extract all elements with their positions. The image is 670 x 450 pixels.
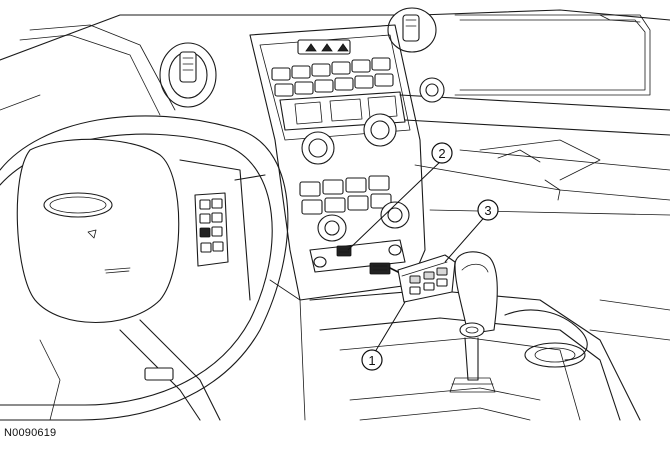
callout-2: 2 bbox=[431, 142, 453, 164]
svg-text:3: 3 bbox=[484, 203, 491, 218]
left-air-vent bbox=[159, 42, 217, 108]
connector-icon bbox=[336, 245, 352, 257]
switch-module-icon bbox=[369, 254, 456, 303]
callout-1: 1 bbox=[361, 349, 383, 371]
center-console bbox=[309, 289, 670, 421]
climate-buttons bbox=[299, 175, 392, 215]
right-air-vent bbox=[387, 7, 437, 53]
center-stack bbox=[249, 24, 445, 301]
svg-text:1: 1 bbox=[368, 353, 375, 368]
gear-shifter-icon bbox=[449, 251, 498, 393]
figure-id: N0090619 bbox=[4, 427, 57, 439]
preset-buttons bbox=[271, 57, 394, 97]
callout-3: 3 bbox=[477, 199, 499, 221]
svg-text:2: 2 bbox=[438, 146, 445, 161]
callout-leaders bbox=[347, 159, 489, 353]
steering-wheel-icon bbox=[0, 24, 306, 421]
